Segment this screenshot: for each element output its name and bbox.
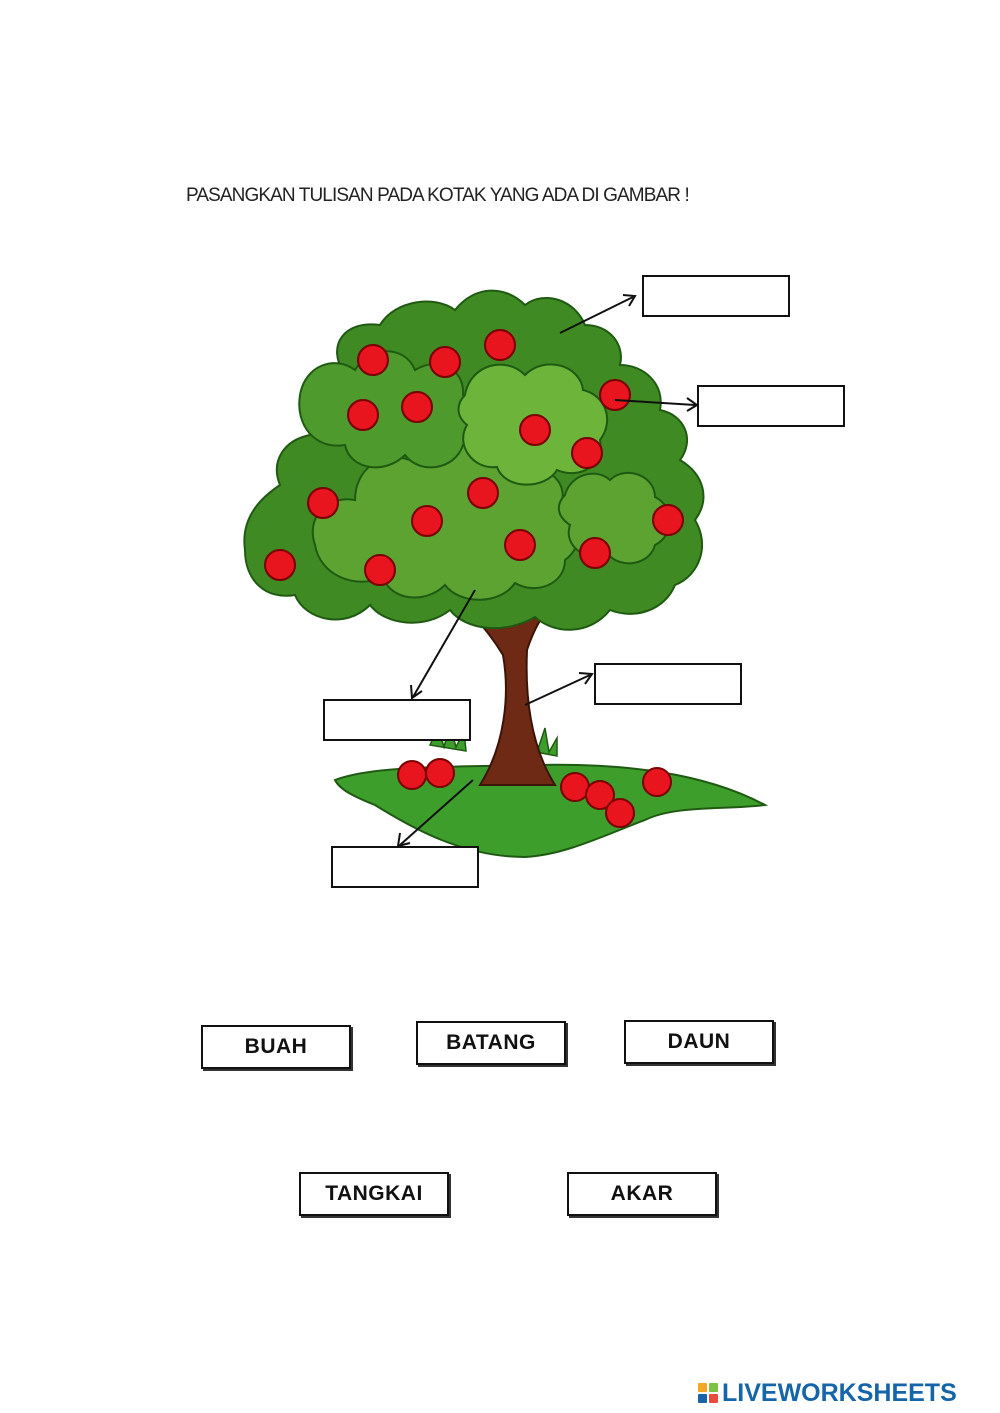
drop-box-1[interactable]	[642, 275, 790, 317]
tree-foliage	[243, 289, 705, 631]
word-card-daun[interactable]: DAUN	[624, 1020, 774, 1064]
brand-name: LIVEWORKSHEETS	[722, 1378, 957, 1407]
word-card-tangkai[interactable]: TANGKAI	[299, 1172, 449, 1216]
word-card-batang[interactable]: BATANG	[416, 1021, 566, 1065]
word-card-buah[interactable]: BUAH	[201, 1025, 351, 1069]
word-card-akar[interactable]: AKAR	[567, 1172, 717, 1216]
drop-box-5[interactable]	[331, 846, 479, 888]
apples	[264, 329, 684, 828]
drop-box-3[interactable]	[323, 699, 471, 741]
liveworksheets-logo-icon	[698, 1383, 718, 1403]
apple-tree-illustration	[205, 245, 795, 895]
pointer-arrows	[396, 294, 699, 848]
liveworksheets-brand: LIVEWORKSHEETS	[698, 1378, 957, 1408]
drop-box-2[interactable]	[697, 385, 845, 427]
drop-box-4[interactable]	[594, 663, 742, 705]
instruction-text: PASANGKAN TULISAN PADA KOTAK YANG ADA DI…	[186, 185, 690, 206]
